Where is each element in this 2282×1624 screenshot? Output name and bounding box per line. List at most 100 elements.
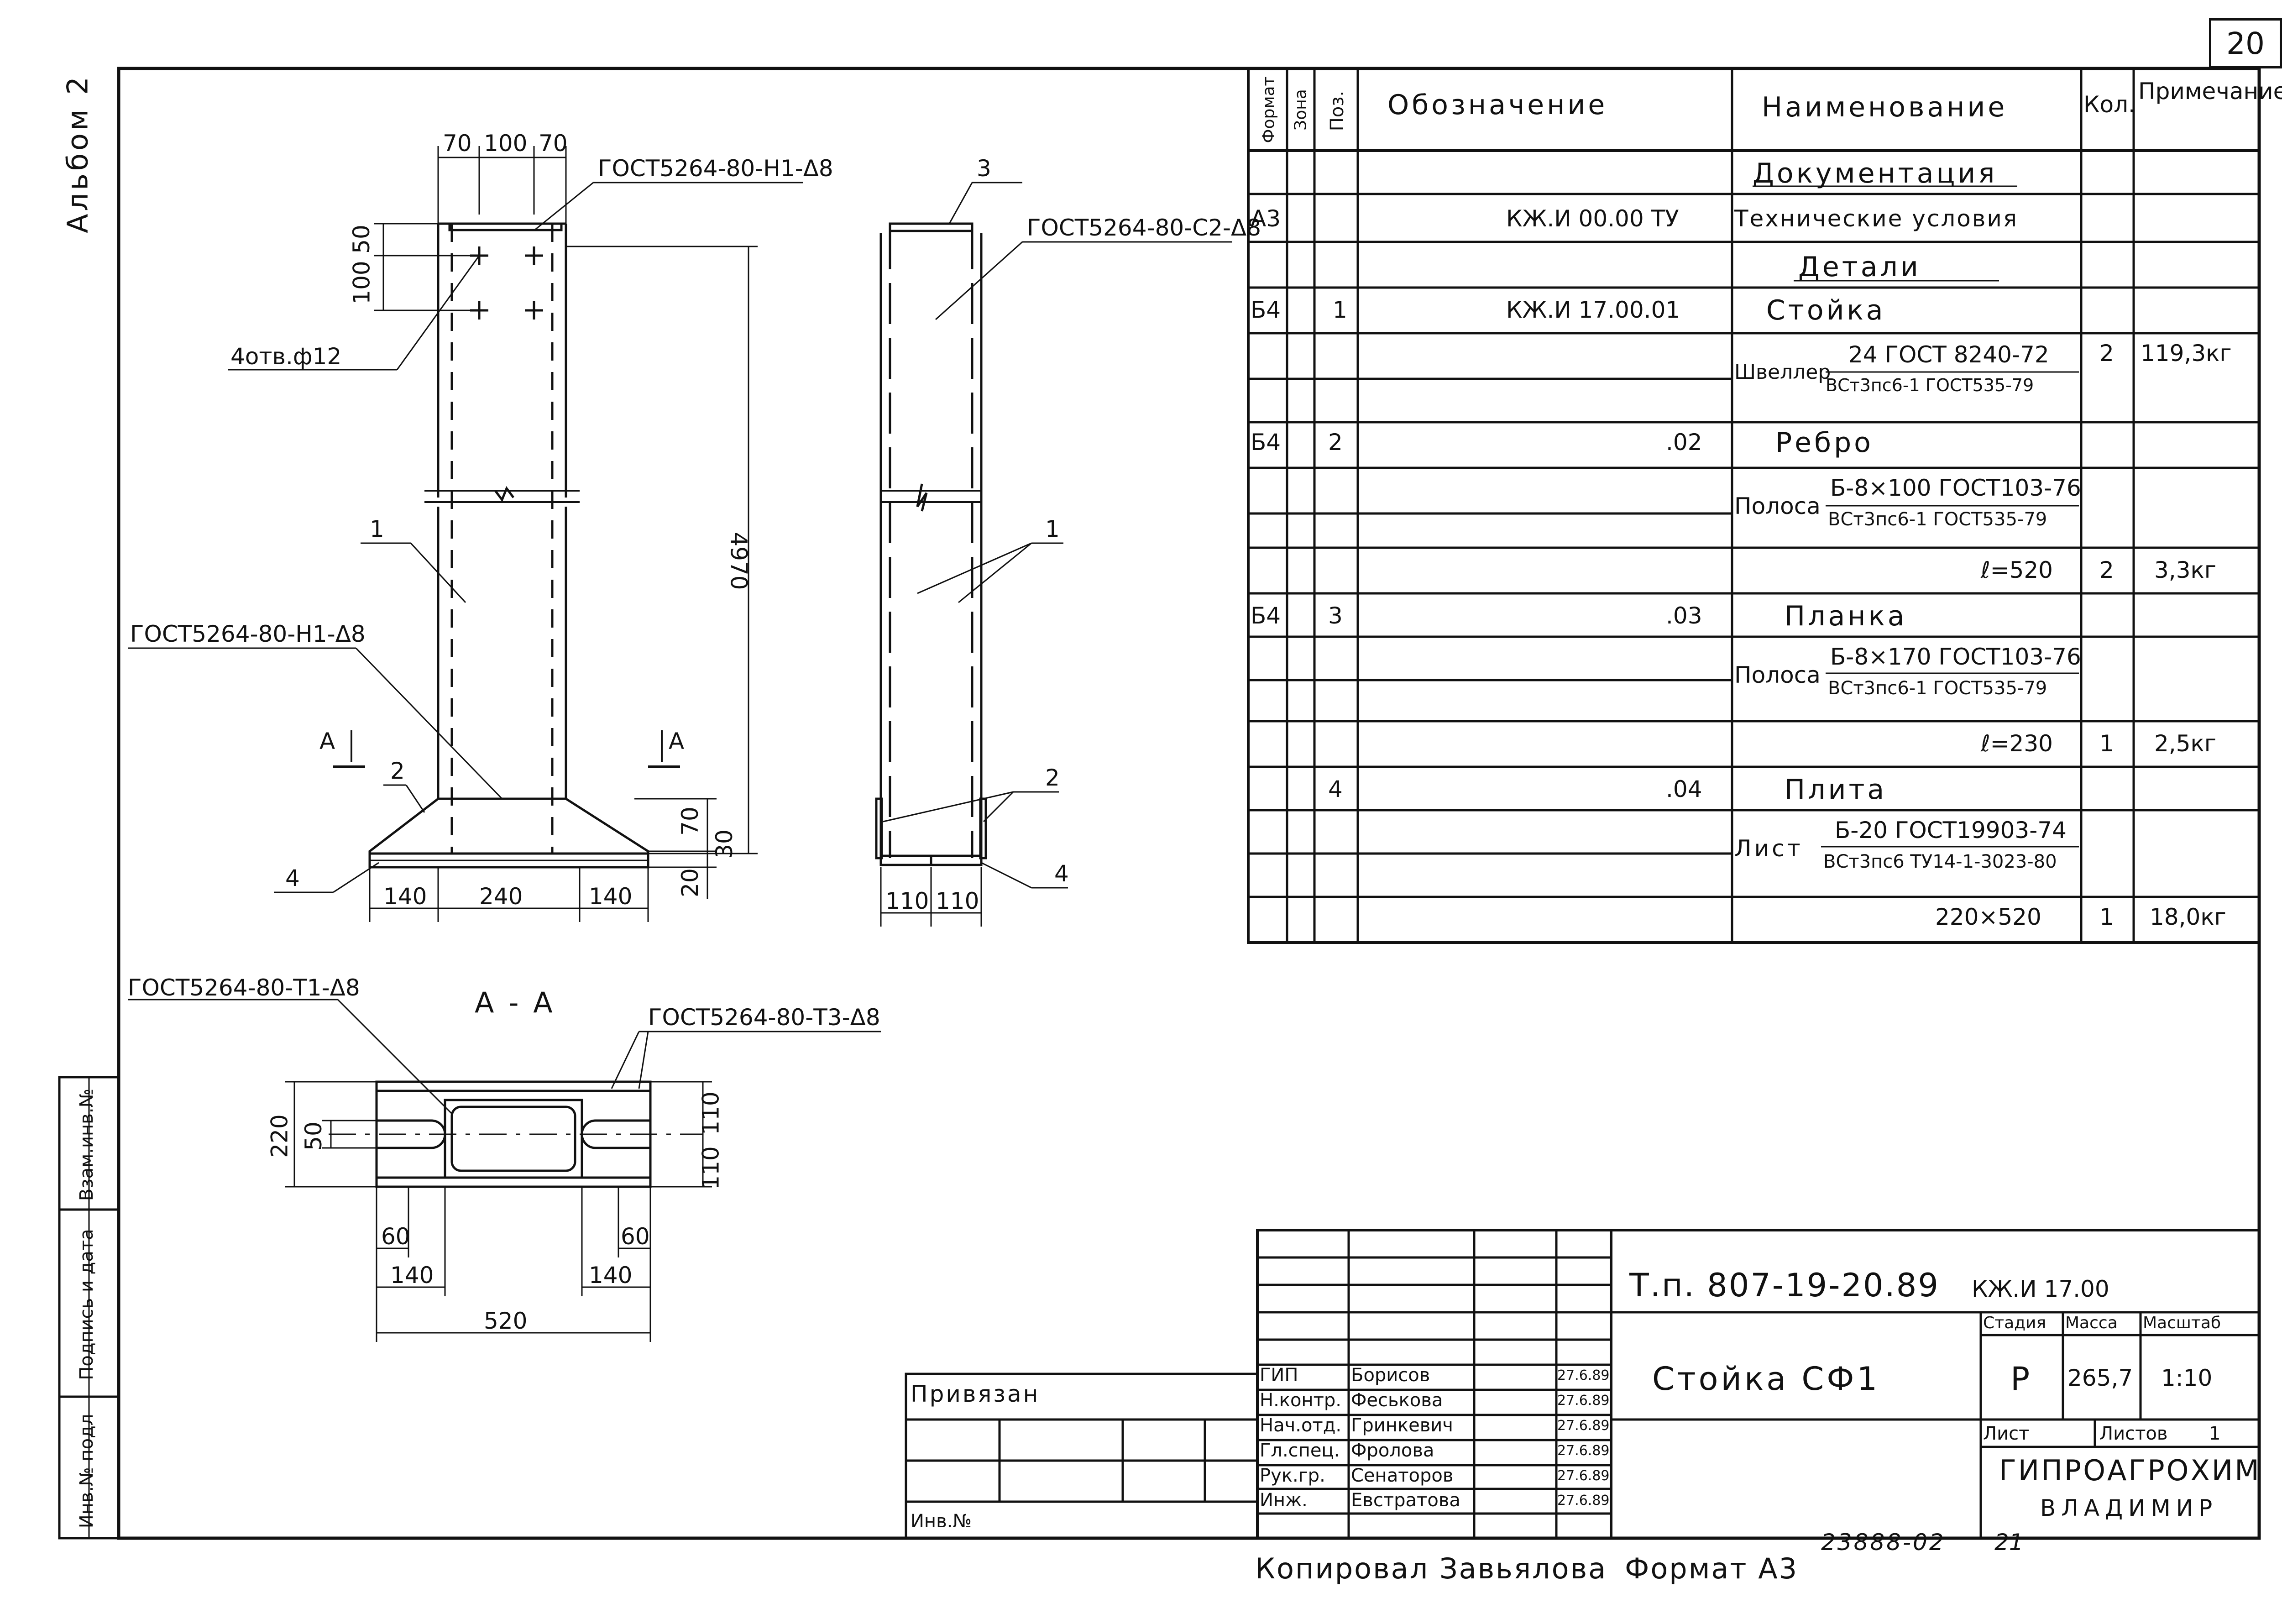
mass-label: Масса [2065,1314,2118,1332]
dim-top-70b: 70 [539,130,568,157]
spec-row-4-name: Швеллер [1734,361,1831,384]
footer-number: 23888-02 [1821,1529,1946,1556]
dim-height: 4970 [725,532,752,590]
side-view-column [875,182,1232,927]
footer-page: 21 [1994,1529,2024,1556]
spec-row-11-pos: 4 [1328,776,1343,802]
spec-row-10-note: 2,5кг [2154,730,2216,757]
person-date-4: 27.6.89 [1557,1468,1610,1484]
section-mark-left: А [319,728,335,754]
spec-row-5-pos: 2 [1328,429,1343,456]
spec-header-pos: Поз. [1327,90,1348,131]
spec-row-5-designation: .02 [1666,429,1702,456]
sheets-value: 1 [2209,1423,2221,1444]
section-dim-110a: 110 [697,1091,724,1135]
spec-row-details-heading: Детали [1798,251,1921,283]
scale-value: 1:10 [2161,1365,2213,1391]
spec-row-9-frac-bot: ВСт3пс6-1 ГОСТ535-79 [1828,678,2047,699]
strip-label-inv-podl: Инв.№ подл [76,1414,97,1529]
pos-label-4: 4 [285,865,300,891]
outer-frame [117,67,2261,1540]
spec-row-1-format: А3 [1251,205,1281,232]
spec-row-8-pos: 3 [1328,602,1343,629]
strip-label-podpis: Подпись и дата [76,1229,97,1380]
spec-row-1-name: Технические условия [1734,205,2018,232]
person-name-5: Евстратова [1351,1490,1460,1511]
object-name: Стойка СФ1 [1652,1360,1880,1398]
pos-label-1: 1 [370,516,384,542]
spec-row-10-qty: 1 [2099,730,2114,757]
spec-row-5-name: Ребро [1775,427,1874,459]
spec-row-11-name: Плита [1785,774,1887,806]
spec-row-9-frac-top: Б-8×170 ГОСТ103-76 [1830,644,2081,670]
spec-row-4-qty: 2 [2099,340,2114,367]
section-dim-520: 520 [484,1308,528,1334]
person-role-0: ГИП [1260,1365,1298,1386]
spec-row-3-designation: КЖ.И 17.00.01 [1506,297,1680,323]
document-code: КЖ.И 17.00 [1972,1276,2109,1302]
person-role-5: Инж. [1260,1490,1308,1511]
person-name-0: Борисов [1351,1365,1430,1386]
gost-side: ГОСТ5264-80-С2-Δ8 [1027,215,1261,241]
spec-row-8-name: Планка [1785,600,1907,632]
spec-row-4-frac-top: 24 ГОСТ 8240-72 [1848,341,2049,368]
section-dim-110b: 110 [697,1146,724,1190]
dim-top-70a: 70 [443,130,472,157]
privyazan-label: Привязан [911,1381,1040,1407]
spec-row-3-name: Стойка [1766,294,1886,326]
spec-header-designation: Обозначение [1387,89,1608,121]
title-block-grid [905,1229,2261,1540]
scale-label: Масштаб [2143,1314,2221,1332]
person-date-0: 27.6.89 [1557,1367,1610,1383]
spec-header-qty: Кол. [2083,91,2135,118]
spec-row-10-name: ℓ=230 [1981,730,2053,757]
spec-row-12-frac-bot: ВСт3пс6 ТУ14-1-3023-80 [1823,851,2057,872]
gost-base: ГОСТ5264-80-Н1-Δ8 [130,621,366,647]
spec-row-5-format: Б4 [1251,429,1281,456]
dim-left-100: 100 [348,261,375,304]
spec-row-12-frac-top: Б-20 ГОСТ19903-74 [1835,817,2067,843]
person-date-5: 27.6.89 [1557,1493,1610,1509]
dim-right-20: 20 [676,868,703,897]
person-date-3: 27.6.89 [1557,1443,1610,1459]
pos-label-3: 3 [977,155,991,182]
dim-bottom-140a: 140 [383,883,427,910]
person-name-2: Гринкевич [1351,1415,1453,1436]
footer-format: Формат А3 [1625,1552,1799,1585]
spec-row-1-designation: КЖ.И 00.00 ТУ [1506,205,1679,232]
dim-side-110b: 110 [936,888,979,914]
dim-bottom-240: 240 [479,883,523,910]
dim-right-70: 70 [676,807,703,836]
project-number: Т.п. 807-19-20.89 [1629,1267,1940,1304]
spec-row-7-name: ℓ=520 [1981,557,2053,583]
person-role-2: Нач.отд. [1260,1415,1342,1436]
person-name-1: Феськова [1351,1390,1443,1411]
spec-row-8-format: Б4 [1251,602,1281,629]
section-title: А - А [475,986,555,1019]
stage-label: Стадия [1983,1314,2046,1332]
inv-no-label: Инв.№ [911,1511,972,1532]
footer-copied: Копировал Завьялова [1255,1552,1607,1585]
front-view-column [128,146,803,922]
strip-label-vzam: Взам.инв.№ [76,1088,97,1201]
spec-header-note: Примечание [2138,78,2282,105]
section-dim-60a: 60 [381,1223,410,1250]
section-gost-right: ГОСТ5264-80-Т3-Δ8 [648,1004,880,1031]
section-dim-140b: 140 [589,1262,633,1289]
spec-row-6-frac-bot: ВСт3пс6-1 ГОСТ535-79 [1828,509,2047,530]
person-name-4: Сенаторов [1351,1465,1454,1486]
person-date-1: 27.6.89 [1557,1393,1610,1409]
spec-header-zone: Зона [1291,89,1310,131]
sheet-label: Лист [1983,1423,2030,1444]
dim-bottom-140b: 140 [589,883,633,910]
gost-top: ГОСТ5264-80-Н1-Δ8 [598,155,833,182]
person-name-3: Фролова [1351,1440,1434,1461]
person-date-2: 27.6.89 [1557,1418,1610,1434]
spec-row-11-designation: .04 [1666,776,1702,802]
spec-row-13-note: 18,0кг [2150,904,2226,930]
spec-row-doc-heading: Документация [1753,157,1998,189]
org-city: ВЛАДИМИР [2040,1495,2218,1521]
spec-row-7-note: 3,3кг [2154,557,2216,583]
spec-row-12-name: Лист [1734,835,1803,862]
